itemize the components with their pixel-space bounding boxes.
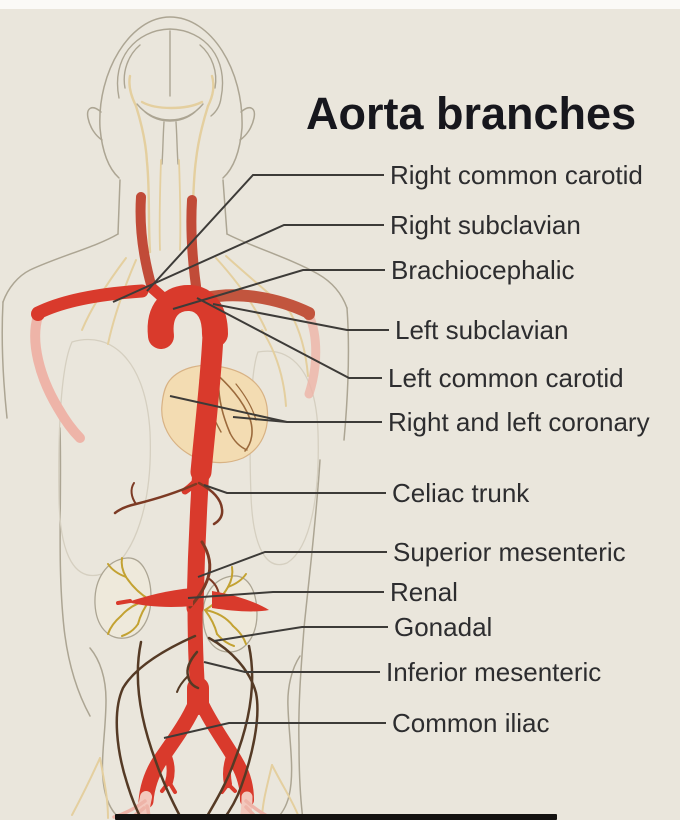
label-right-and-left-coronary: Right and left coronary — [388, 407, 650, 437]
top-strip — [0, 0, 680, 9]
aorta-tree — [31, 192, 315, 820]
leader-left-subclavian — [212, 303, 389, 331]
leader-common-iliac — [163, 722, 386, 739]
leader-right-subclavian — [112, 224, 384, 303]
leader-lines — [112, 174, 389, 739]
diagram-title: Aorta branches — [306, 88, 637, 139]
leader-left-common-carotid — [196, 297, 382, 379]
label-right-subclavian: Right subclavian — [390, 210, 581, 240]
leader-gonadal — [213, 626, 388, 642]
arm-arteries — [30, 310, 321, 443]
label-common-iliac: Common iliac — [392, 708, 550, 738]
gonadal-vessels — [115, 634, 259, 820]
label-inferior-mesenteric: Inferior mesenteric — [386, 657, 602, 687]
bottom-bar — [115, 814, 557, 820]
label-gonadal: Gonadal — [394, 612, 493, 642]
label-superior-mesenteric: Superior mesenteric — [393, 537, 626, 567]
label-right-common-carotid: Right common carotid — [390, 160, 643, 190]
label-left-common-carotid: Left common carotid — [388, 363, 624, 393]
label-celiac-trunk: Celiac trunk — [392, 478, 530, 508]
label-renal: Renal — [390, 577, 458, 607]
visceral-branches — [113, 481, 224, 693]
leader-renal — [187, 591, 384, 599]
label-left-subclavian: Left subclavian — [395, 315, 569, 345]
leader-superior-mesenteric — [197, 551, 387, 578]
leader-right-and-left-coronary — [169, 395, 382, 423]
leader-celiac-trunk — [203, 484, 386, 494]
label-brachiocephalic: Brachiocephalic — [391, 255, 575, 285]
leader-right-common-carotid — [146, 174, 384, 292]
leader-inferior-mesenteric — [203, 661, 380, 673]
brain-illustration — [116, 28, 224, 165]
leader-brachiocephalic — [172, 269, 385, 310]
